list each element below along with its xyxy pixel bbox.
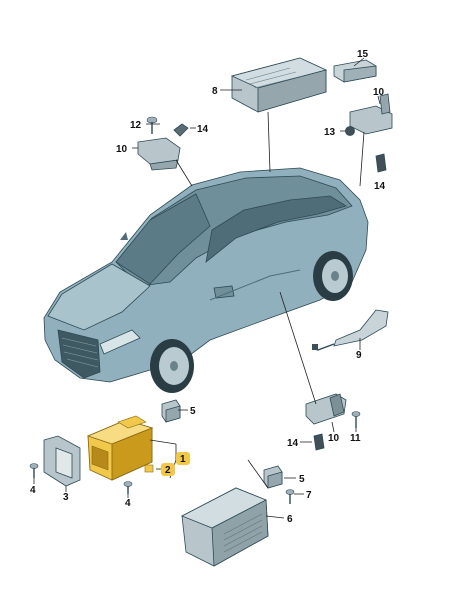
callout-10-left: 10 [116,144,128,155]
callout-5-lower: 5 [299,474,305,485]
car-hood [47,263,151,331]
car-side-window [205,195,347,263]
part-5-connector-lower [263,465,283,489]
part-1-highlighted-module [86,415,154,481]
part-13-nut [345,126,355,136]
part-4-screw-left [29,463,39,478]
callout-1: 1 [180,454,186,465]
callout-4-center: 4 [125,498,131,509]
part-5-connector-upper [161,399,181,423]
callout-4-left: 4 [30,485,36,496]
part-3-bracket [43,435,81,487]
leader-lines [33,57,381,519]
callout-6: 6 [287,514,293,525]
car-front-wheel [150,339,194,393]
car-illustration [43,167,369,393]
callout-8: 8 [212,86,218,97]
callout-2: 2 [165,465,171,476]
part-10-bracket-left [137,137,181,171]
car-mirror [213,285,235,299]
callout-14-lower: 14 [287,438,299,449]
callout-1-badge [176,452,190,465]
callout-14-left: 14 [197,124,209,135]
part-15-housing [333,59,377,83]
callout-5-upper: 5 [190,406,196,417]
callout-15: 15 [357,49,369,60]
callout-12: 12 [130,120,142,131]
callout-9: 9 [356,350,362,361]
car-windshield [115,193,211,285]
callout-2-badge [161,463,175,476]
callout-10-lower: 10 [328,433,340,444]
part-9-antenna-cable [311,309,389,351]
part-14-clip-lower [313,433,325,451]
part-6-control-unit [181,487,269,567]
part-11-screw [351,411,361,428]
car-door-line [209,269,301,301]
callout-14-right: 14 [374,181,386,192]
callout-7: 7 [306,490,312,501]
car-rear-wheel [313,251,353,301]
callout-13: 13 [324,127,336,138]
part-14-clip-right [375,153,387,173]
callout-3: 3 [63,492,69,503]
car-grille-slats [61,337,99,368]
car-antenna [120,232,128,240]
part-10-sensor-lower [305,393,347,425]
callout-11: 11 [350,433,361,444]
car-grille [57,329,101,379]
part-10-bracket-right [349,93,393,135]
part-2-clip [144,464,154,473]
part-7-screw [285,489,295,504]
part-8-control-unit [230,57,328,113]
part-4-screw-center [123,481,133,494]
callouts: 1 2 3 4 4 5 5 6 7 8 9 10 10 10 11 12 13 … [30,49,386,525]
part-14-clip-left [173,123,189,137]
part-12-screw [146,116,158,134]
car-headlight [99,329,141,355]
callout-10-top-right: 10 [373,87,385,98]
